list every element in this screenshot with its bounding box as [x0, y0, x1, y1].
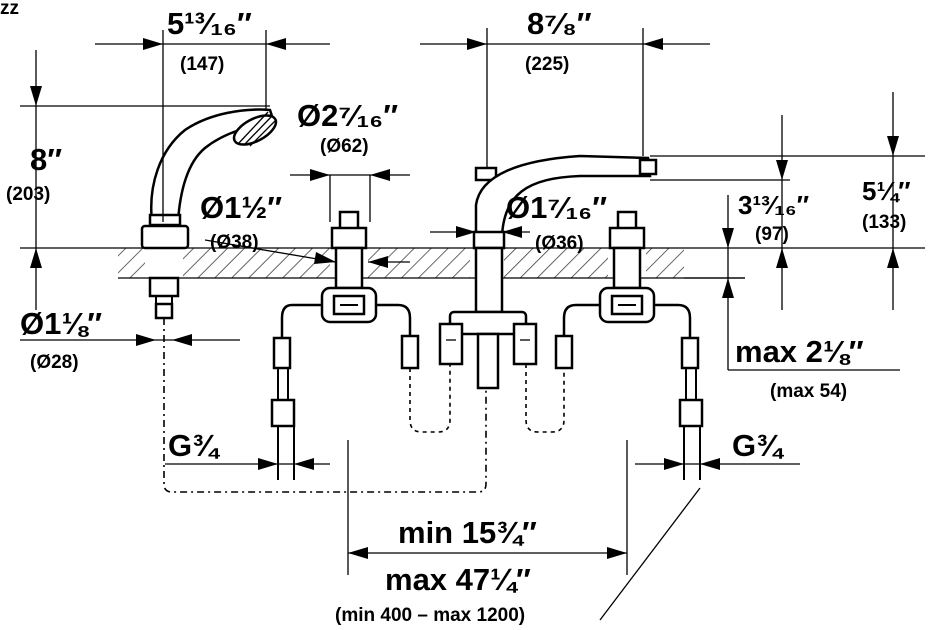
spout-diameter-metric: (Ø36)	[535, 233, 584, 254]
hand-shower-height-imperial: 8″	[30, 142, 62, 177]
spread-metric: (min 400 – max 1200)	[335, 605, 525, 626]
dimension-lines	[20, 28, 925, 575]
spout-diameter-imperial: Ø1⁷⁄₁₆″	[506, 190, 607, 225]
right-valve	[554, 210, 704, 480]
shower-head-diameter-metric: (Ø62)	[320, 136, 369, 157]
left-valve	[270, 210, 420, 480]
thread-left: G¾	[168, 428, 220, 463]
hose-diameter-metric: (Ø28)	[30, 352, 79, 373]
spread-min: min 15¾″	[398, 515, 537, 550]
spout	[438, 154, 658, 390]
spout-height-total-imperial: 5¼″	[862, 176, 911, 206]
spout-height-total-metric: (133)	[862, 212, 906, 233]
spout-height-small-imperial: 3¹³⁄₁₆″	[738, 190, 809, 220]
deck	[20, 247, 925, 279]
deck-thickness-metric: (max 54)	[770, 381, 847, 402]
valve-diameter-imperial: Ø1½″	[200, 190, 282, 225]
hose-diameter-imperial: Ø1⅛″	[20, 306, 102, 341]
deck-thickness-imperial: max 2⅛″	[735, 334, 864, 369]
figure-id: zz	[0, 0, 19, 19]
valve-diameter-metric: (Ø38)	[210, 232, 259, 253]
spout-reach-imperial: 8⁷⁄₈″	[527, 6, 592, 41]
hose-paths	[163, 318, 701, 621]
hand-shower	[140, 108, 278, 320]
hand-shower-spacing-imperial: 5¹³⁄₁₆″	[167, 6, 252, 41]
spout-height-small-metric: (97)	[755, 224, 789, 245]
thread-right: G¾	[732, 428, 784, 463]
spread-max: max 47¼″	[385, 562, 531, 597]
hand-shower-height-metric: (203)	[6, 184, 50, 205]
hand-shower-spacing-metric: (147)	[180, 54, 224, 75]
spout-reach-metric: (225)	[525, 54, 569, 75]
shower-head-diameter-imperial: Ø2⁷⁄₁₆″	[297, 98, 398, 133]
